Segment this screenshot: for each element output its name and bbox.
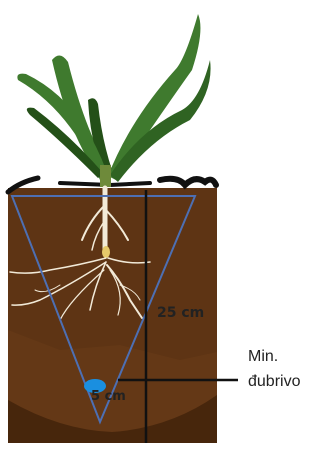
offset-label: 5 cm xyxy=(91,389,126,404)
fertilizer-label-line2: đubrivo xyxy=(248,373,301,390)
maize-plant xyxy=(17,14,210,187)
fertilizer-label-line1: Min. xyxy=(248,348,278,365)
depth-label: 25 cm xyxy=(157,305,204,321)
